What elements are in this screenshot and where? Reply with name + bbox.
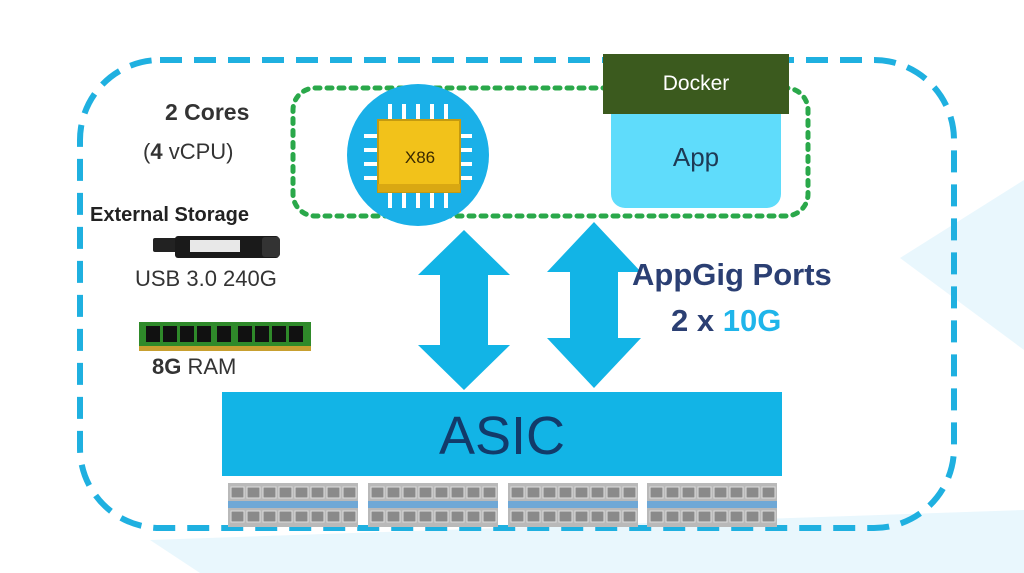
port xyxy=(649,510,664,523)
vcpu-open: ( xyxy=(143,139,151,164)
port xyxy=(606,510,621,523)
port xyxy=(434,486,449,499)
port xyxy=(622,510,637,523)
port xyxy=(482,510,497,523)
port xyxy=(418,510,433,523)
port xyxy=(482,486,497,499)
port xyxy=(697,486,712,499)
port xyxy=(681,486,696,499)
appgig-ports-count: 2 x 10G xyxy=(671,303,781,339)
ram-label: 8G RAM xyxy=(152,354,236,380)
port xyxy=(294,510,309,523)
external-storage-title: External Storage xyxy=(90,204,249,226)
port xyxy=(761,486,776,499)
port xyxy=(262,510,277,523)
port xyxy=(574,510,589,523)
port xyxy=(326,486,341,499)
port xyxy=(558,510,573,523)
port xyxy=(681,510,696,523)
double-arrow-left xyxy=(418,230,510,390)
port-block xyxy=(508,483,638,527)
port xyxy=(761,510,776,523)
port xyxy=(246,486,261,499)
ports-speed: 10G xyxy=(722,303,782,338)
port xyxy=(713,510,728,523)
port xyxy=(510,486,525,499)
appgig-ports-title: AppGig Ports xyxy=(632,257,832,292)
cpu-pins xyxy=(364,104,472,208)
port xyxy=(230,510,245,523)
port xyxy=(386,486,401,499)
port xyxy=(278,486,293,499)
device-boundary xyxy=(77,57,957,531)
ram-unit: RAM xyxy=(181,354,237,379)
port xyxy=(262,486,277,499)
double-arrow-right xyxy=(547,222,641,388)
port xyxy=(230,486,245,499)
port xyxy=(665,486,680,499)
port xyxy=(386,510,401,523)
compute-boundary xyxy=(290,85,811,219)
port xyxy=(418,486,433,499)
docker-label: Docker xyxy=(603,54,789,114)
port xyxy=(294,486,309,499)
port xyxy=(466,486,481,499)
ports-count-prefix: 2 x xyxy=(671,303,723,338)
port xyxy=(542,510,557,523)
port xyxy=(526,486,541,499)
port xyxy=(278,510,293,523)
port xyxy=(310,510,325,523)
port xyxy=(342,486,357,499)
port xyxy=(745,510,760,523)
port-block xyxy=(368,483,498,527)
port xyxy=(450,486,465,499)
port xyxy=(590,510,605,523)
port xyxy=(246,510,261,523)
usb-storage-label: USB 3.0 240G xyxy=(135,266,277,291)
port xyxy=(370,486,385,499)
bg-decoration-right xyxy=(900,180,1024,350)
port xyxy=(713,486,728,499)
port xyxy=(729,486,744,499)
vcpu-unit: vCPU) xyxy=(162,139,234,164)
port xyxy=(649,486,664,499)
port xyxy=(622,486,637,499)
app-box: App xyxy=(611,114,781,208)
port xyxy=(745,486,760,499)
port-block xyxy=(647,483,777,527)
cpu-chip-label: X86 xyxy=(404,148,436,167)
port xyxy=(402,486,417,499)
vcpu-label: (4 vCPU) xyxy=(143,139,233,165)
port-blocks xyxy=(228,483,777,527)
port xyxy=(402,510,417,523)
port xyxy=(665,510,680,523)
ram-size: 8G xyxy=(152,354,182,379)
port xyxy=(434,510,449,523)
port xyxy=(510,510,525,523)
ram-stick-icon xyxy=(139,322,311,351)
port xyxy=(326,510,341,523)
vcpu-count: 4 xyxy=(150,139,163,164)
port-block xyxy=(228,483,358,527)
port xyxy=(542,486,557,499)
port xyxy=(558,486,573,499)
port xyxy=(697,510,712,523)
usb-drive-icon xyxy=(153,236,280,258)
port xyxy=(466,510,481,523)
port xyxy=(370,510,385,523)
port xyxy=(606,486,621,499)
port xyxy=(729,510,744,523)
port xyxy=(526,510,541,523)
port xyxy=(450,510,465,523)
port xyxy=(590,486,605,499)
cpu-chip xyxy=(377,119,461,193)
asic-block: ASIC xyxy=(222,392,782,476)
cores-label: 2 Cores xyxy=(165,99,250,125)
port xyxy=(342,510,357,523)
port xyxy=(574,486,589,499)
port xyxy=(310,486,325,499)
